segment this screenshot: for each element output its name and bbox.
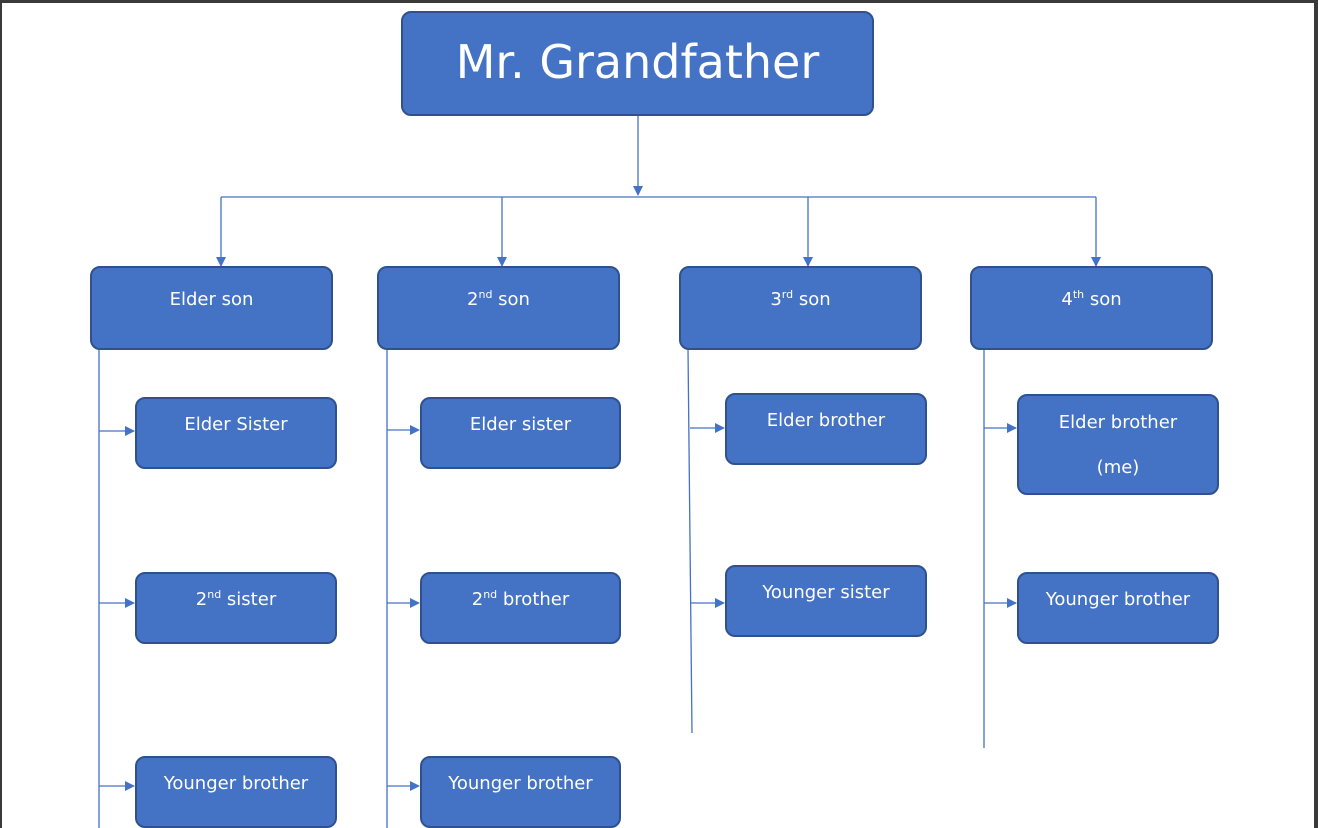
- node-son-2-child-1[interactable]: Elder sister: [420, 397, 621, 469]
- node-label: Younger brother: [448, 773, 593, 794]
- node-son-4-child-2[interactable]: Younger brother: [1017, 572, 1219, 644]
- node-son-2-label: 2nd son: [467, 288, 530, 310]
- node-son-4[interactable]: 4th son: [970, 266, 1213, 350]
- node-label: Elder Sister: [184, 414, 288, 435]
- node-son-4-label: 4th son: [1061, 288, 1122, 310]
- node-son-4-child-1[interactable]: Elder brother (me): [1017, 394, 1219, 495]
- node-label: Elder sister: [469, 414, 572, 435]
- node-son-2-child-3[interactable]: Younger brother: [420, 756, 621, 828]
- node-son-2-child-2[interactable]: 2nd brother: [420, 572, 621, 644]
- node-label-line-2: (me): [1096, 457, 1140, 478]
- window-frame-right: [1314, 0, 1318, 828]
- window-frame-left: [0, 0, 2, 828]
- node-label: Younger brother: [1045, 589, 1191, 610]
- node-son-3-child-2[interactable]: Younger sister: [725, 565, 927, 637]
- window-frame-top: [0, 0, 1318, 3]
- node-son-2[interactable]: 2nd son: [377, 266, 620, 350]
- node-son-1[interactable]: Elder son: [90, 266, 333, 350]
- node-label: Younger brother: [163, 773, 309, 794]
- node-grandfather-label: Mr. Grandfather: [455, 35, 820, 89]
- node-son-1-child-1[interactable]: Elder Sister: [135, 397, 337, 469]
- node-son-3[interactable]: 3rd son: [679, 266, 922, 350]
- node-label: Younger sister: [762, 582, 890, 603]
- node-son-3-child-1[interactable]: Elder brother: [725, 393, 927, 465]
- node-son-1-child-2[interactable]: 2nd sister: [135, 572, 337, 644]
- node-son-1-label: Elder son: [169, 289, 254, 310]
- node-label: Elder brother: [766, 410, 886, 431]
- node-label: 2nd sister: [195, 588, 277, 610]
- node-son-3-label: 3rd son: [770, 288, 831, 310]
- node-son-1-child-3[interactable]: Younger brother: [135, 756, 337, 828]
- node-label: Elder brother: [1058, 412, 1178, 433]
- connector-col-3: [687, 348, 693, 734]
- node-label: 2nd brother: [471, 588, 570, 610]
- node-grandfather[interactable]: Mr. Grandfather: [401, 11, 874, 116]
